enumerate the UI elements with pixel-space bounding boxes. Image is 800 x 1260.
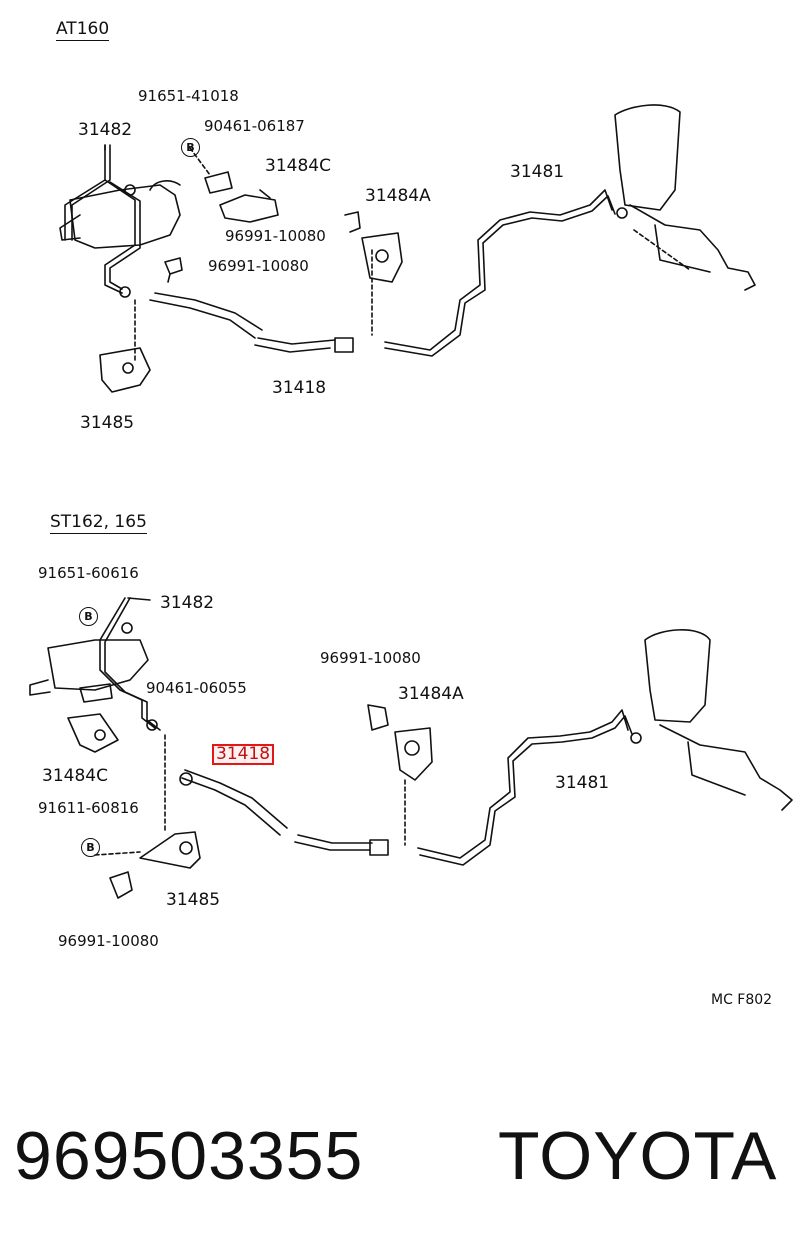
- label-31484a-st: 31484A: [398, 684, 464, 704]
- label-31481: 31481: [510, 162, 565, 182]
- bracket-31484c-st: [67, 713, 119, 753]
- section-title-at160: AT160: [56, 19, 110, 41]
- footer-part-number: 969503355: [14, 1118, 364, 1194]
- bolt-marker-icon: B: [81, 838, 100, 857]
- bracket-31485-st: [139, 831, 201, 869]
- label-31482: 31482: [78, 120, 133, 140]
- label-96991-10080-mid: 96991-10080: [320, 649, 421, 667]
- bolt-marker-icon: B: [181, 138, 200, 157]
- section-title-st162: ST162, 165: [50, 512, 147, 534]
- label-31418: 31418: [272, 378, 327, 398]
- label-31418-highlighted: 31418: [211, 744, 275, 765]
- label-96991-10080-bottom: 96991-10080: [58, 932, 159, 950]
- label-90461-06187: 90461-06187: [204, 117, 305, 135]
- st162-drawing: [29, 597, 793, 899]
- clutch-master-cylinder-left-st: [47, 639, 149, 691]
- bracket-31485-at: [99, 347, 151, 393]
- reservoir-st: [644, 629, 711, 723]
- label-31481-st: 31481: [555, 773, 610, 793]
- clip-96991-bottom: [109, 871, 133, 899]
- label-96991-10080-top: 96991-10080: [225, 227, 326, 245]
- label-31482-st: 31482: [160, 593, 215, 613]
- label-31485-st: 31485: [166, 890, 221, 910]
- label-91651-41018: 91651-41018: [138, 87, 239, 105]
- bracket-31484a-st: [394, 727, 433, 781]
- clip-90461-st: [79, 683, 113, 703]
- label-90461-06055: 90461-06055: [146, 679, 247, 697]
- label-31484c: 31484C: [265, 156, 331, 176]
- bolt-marker-icon: B: [79, 607, 98, 626]
- hose-31418-at: [149, 292, 263, 339]
- label-91611-60816: 91611-60816: [38, 799, 139, 817]
- bracket-31484a-at: [361, 232, 403, 283]
- footer-brand: TOYOTA: [498, 1118, 778, 1194]
- tube-31482-st: [99, 597, 161, 731]
- clip-96991-left: [164, 257, 183, 283]
- tube-31482: [64, 144, 111, 241]
- label-91651-60616: 91651-60616: [38, 564, 139, 582]
- clip-90461: [204, 171, 233, 194]
- at160-drawing: [59, 104, 756, 393]
- clutch-master-cylinder-left: [69, 184, 181, 249]
- hose-31418-st: [181, 769, 288, 836]
- diagram-code: MC F802: [711, 992, 773, 1008]
- reservoir-at: [614, 104, 681, 211]
- label-96991-10080-left: 96991-10080: [208, 257, 309, 275]
- tube-31481-at: [384, 189, 616, 357]
- clip-96991-mid: [367, 704, 389, 731]
- label-31484c-st: 31484C: [42, 766, 108, 786]
- bracket-31484c: [219, 194, 279, 223]
- label-31485: 31485: [80, 413, 135, 433]
- label-31484a: 31484A: [365, 186, 431, 206]
- tube-31481-st: [417, 709, 633, 866]
